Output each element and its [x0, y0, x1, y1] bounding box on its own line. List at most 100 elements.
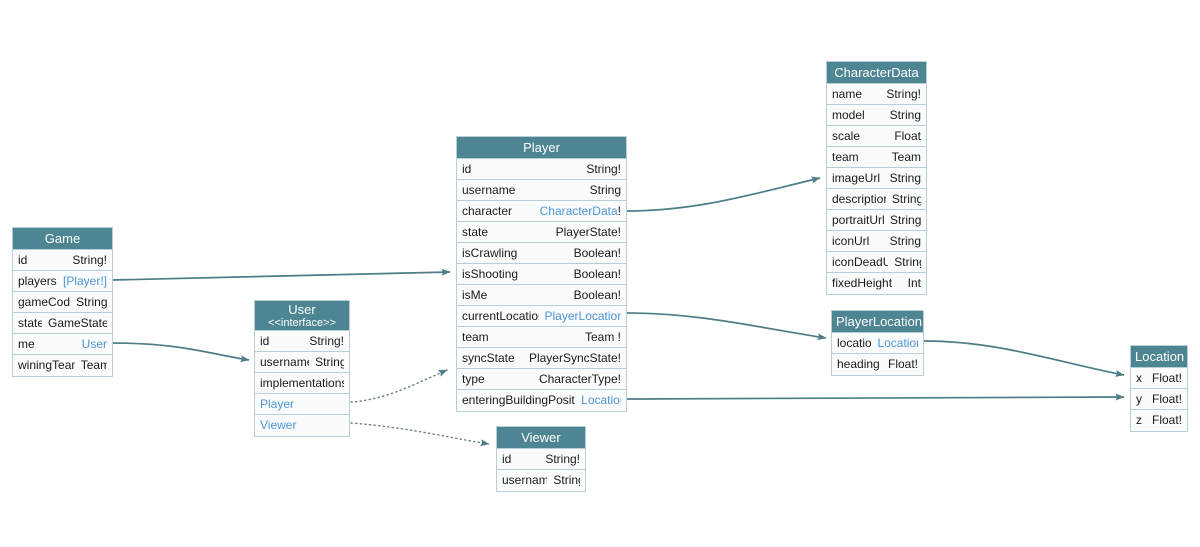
field-name: state [18, 315, 42, 330]
field-row[interactable]: winingTeamTeam [13, 355, 112, 376]
field-name: imageUrl [832, 170, 881, 185]
field-type: String! [545, 451, 580, 466]
field-type: Location! [871, 333, 918, 353]
field-row[interactable]: username String [255, 352, 349, 373]
field-row[interactable]: fixedHeight Int [827, 273, 926, 294]
field-name: enteringBuildingPosition [462, 393, 575, 407]
entity-title: User [288, 302, 316, 317]
entity-title: Game [44, 231, 81, 246]
entity-header-location: Location [1131, 346, 1187, 368]
field-name: me [18, 336, 35, 351]
field-name: y [1136, 391, 1142, 406]
field-name: players [18, 273, 57, 288]
field-type: CharacterType! [538, 371, 621, 386]
field-row[interactable]: iconDeadUrlString [827, 252, 926, 273]
field-type: String! [309, 333, 344, 348]
field-type: Boolean! [573, 287, 621, 302]
field-name: iconUrl [832, 233, 870, 248]
field-name: id [18, 252, 28, 267]
field-type: Team ! [584, 329, 621, 344]
field-type: String [315, 354, 344, 369]
field-type: Float! [887, 357, 918, 371]
entity-title: Player [523, 140, 560, 155]
field-type: PlayerState! [555, 224, 621, 239]
edge-game-me-to-user [112, 342, 250, 363]
field-type: PlayerLocation! [539, 306, 622, 326]
field-name: username [462, 182, 516, 197]
field-name: fixedHeight [832, 276, 893, 290]
entity-playerlocation[interactable]: PlayerLocation locationLocation!headingFl… [831, 310, 924, 376]
field-name: id [260, 333, 270, 348]
field-type-link[interactable]: User [81, 336, 107, 351]
field-row[interactable]: state PlayerState! [457, 222, 626, 243]
entity-header-player: Player [457, 137, 626, 159]
field-type: Boolean! [573, 245, 621, 260]
field-row[interactable]: Viewer [255, 415, 349, 436]
field-type: Location [575, 390, 621, 411]
field-name: isShooting [462, 266, 519, 281]
field-name: scale [832, 128, 861, 143]
field-type-link[interactable]: Location [581, 393, 621, 407]
field-type-link[interactable]: CharacterData [539, 203, 618, 218]
field-row[interactable]: gameCodeString! [13, 292, 112, 313]
edge-playerlocation-location-to-location [923, 340, 1125, 377]
field-row[interactable]: id String! [497, 449, 585, 470]
field-type-link[interactable]: [Player!] [62, 273, 107, 288]
field-name: character [462, 203, 513, 218]
field-row[interactable]: enteringBuildingPosition Location [457, 390, 626, 411]
field-name: team [832, 149, 859, 164]
field-row[interactable]: implementations [255, 373, 349, 394]
field-row[interactable]: isShooting Boolean! [457, 264, 626, 285]
field-type: Boolean! [573, 266, 621, 281]
field-name: winingTeam [18, 358, 75, 372]
field-row[interactable]: locationLocation! [832, 333, 923, 354]
field-type-link[interactable]: PlayerLocation [544, 308, 622, 323]
field-type: Float [894, 128, 921, 143]
field-name: state [462, 224, 489, 239]
field-row[interactable]: id String! [255, 331, 349, 352]
field-row[interactable]: me User [13, 334, 112, 355]
entity-header-game: Game [13, 228, 112, 250]
field-name: name [832, 86, 863, 101]
field-row[interactable]: Player [255, 394, 349, 415]
field-name: id [502, 451, 512, 466]
field-type: String [894, 254, 921, 269]
entity-title: PlayerLocation [836, 314, 922, 329]
entity-header-playerlocation: PlayerLocation [832, 311, 923, 333]
field-row[interactable]: scale Float [827, 126, 926, 147]
field-name: portraitUrl [832, 212, 885, 227]
field-type-link[interactable]: Location [877, 335, 918, 350]
field-name: username [260, 354, 310, 369]
field-type: Int [907, 276, 921, 290]
field-row[interactable]: players [Player!] [13, 271, 112, 292]
